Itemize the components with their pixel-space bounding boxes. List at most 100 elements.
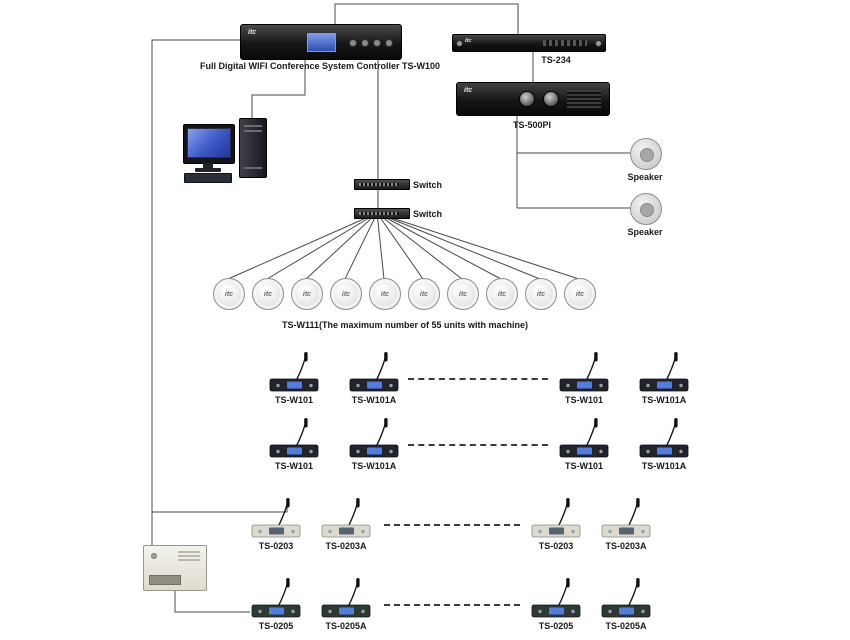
mic-unit (528, 578, 584, 618)
controller-knob (373, 39, 381, 47)
power-unit-terminals (149, 575, 181, 585)
dashed-continuation-line (408, 378, 548, 380)
wifi-unit-ts-w111: itc (330, 278, 362, 310)
controller-knob (349, 39, 357, 47)
mic-label: TS-W101A (641, 461, 687, 471)
amp-knob (519, 91, 535, 107)
wifi-unit-ts-w111: itc (486, 278, 518, 310)
rack-device-ts234: itc (452, 34, 606, 52)
mic-drawing (269, 418, 319, 458)
power-unit-vents (178, 551, 200, 561)
mic-unit (636, 418, 692, 458)
wifi-unit-ts-w111: itc (564, 278, 596, 310)
mic-label: TS-W101 (564, 461, 603, 471)
mic-drawing (531, 578, 581, 618)
mic-unit (636, 352, 692, 392)
itc-logo: itc (380, 290, 390, 298)
mic-unit (318, 498, 374, 538)
dashed-continuation-line (384, 604, 520, 606)
power-unit-led (151, 553, 157, 559)
monitor-base (195, 168, 221, 172)
wifi-unit-ts-w111: itc (525, 278, 557, 310)
mic-drawing (269, 352, 319, 392)
mic-drawing (639, 418, 689, 458)
itc-logo: itc (575, 290, 585, 298)
mic-label: TS-0205A (325, 621, 367, 631)
mic-unit (598, 578, 654, 618)
wifi-note-label: TS-W111(The maximum number of 55 units w… (281, 320, 529, 330)
mic-label: TS-0203 (538, 541, 574, 551)
dashed-continuation-line (408, 444, 548, 446)
speaker (630, 193, 662, 225)
mic-label: TS-W101 (274, 461, 313, 471)
device-label-ts500pi: TS-500PI (512, 120, 552, 130)
mic-unit (266, 418, 322, 458)
speaker-label: Speaker (627, 172, 663, 182)
mic-unit (556, 418, 612, 458)
mic-drawing (559, 418, 609, 458)
mic-unit (248, 498, 304, 538)
mic-drawing (639, 352, 689, 392)
mic-label: TS-0205 (258, 621, 294, 631)
wifi-unit-ts-w111: itc (408, 278, 440, 310)
mic-drawing (349, 418, 399, 458)
computer-keyboard (184, 173, 232, 183)
mic-unit (598, 498, 654, 538)
mic-drawing (601, 578, 651, 618)
mic-label: TS-0203A (605, 541, 647, 551)
amp-knob (543, 91, 559, 107)
wifi-unit-ts-w111: itc (447, 278, 479, 310)
mic-drawing (531, 498, 581, 538)
wifi-unit-ts-w111: itc (252, 278, 284, 310)
itc-logo: itc (464, 87, 473, 94)
mic-unit (346, 418, 402, 458)
wifi-unit-ts-w111: itc (369, 278, 401, 310)
mic-label: TS-W101 (274, 395, 313, 405)
itc-logo: itc (224, 290, 234, 298)
dashed-continuation-line (384, 524, 520, 526)
itc-logo: itc (263, 290, 273, 298)
network-switch (354, 179, 410, 190)
itc-logo: itc (248, 29, 257, 36)
power-supply-unit (143, 545, 207, 591)
mic-drawing (251, 498, 301, 538)
mic-label: TS-W101A (351, 395, 397, 405)
controller-screen (307, 33, 336, 52)
mic-label: TS-0203 (258, 541, 294, 551)
itc-logo: itc (341, 290, 351, 298)
mic-label: TS-W101 (564, 395, 603, 405)
mic-drawing (321, 498, 371, 538)
itc-logo: itc (302, 290, 312, 298)
itc-logo: itc (465, 38, 472, 44)
mic-unit (528, 498, 584, 538)
switch-label: Switch (413, 180, 443, 190)
mic-unit (266, 352, 322, 392)
switch-fanout-wires (227, 217, 580, 280)
mic-drawing (251, 578, 301, 618)
controller-label: Full Digital WIFI Conference System Cont… (199, 61, 441, 71)
mic-label: TS-W101A (641, 395, 687, 405)
switch-label: Switch (413, 209, 443, 219)
rack-ports (543, 40, 587, 46)
itc-logo: itc (497, 290, 507, 298)
computer-screen (187, 128, 231, 158)
rack-screw (456, 40, 463, 47)
mic-drawing (321, 578, 371, 618)
mic-label: TS-W101A (351, 461, 397, 471)
computer-tower (239, 118, 267, 178)
mic-unit (346, 352, 402, 392)
monitor-stand (203, 163, 213, 168)
mic-unit (556, 352, 612, 392)
wifi-unit-ts-w111: itc (291, 278, 323, 310)
mic-label: TS-0203A (325, 541, 367, 551)
itc-logo: itc (419, 290, 429, 298)
mic-drawing (559, 352, 609, 392)
speaker-label: Speaker (627, 227, 663, 237)
itc-logo: itc (458, 290, 468, 298)
controller-device-ts-w100: itc (240, 24, 402, 60)
mic-drawing (601, 498, 651, 538)
mic-label: TS-0205A (605, 621, 647, 631)
controller-knob (385, 39, 393, 47)
network-switch (354, 208, 410, 219)
